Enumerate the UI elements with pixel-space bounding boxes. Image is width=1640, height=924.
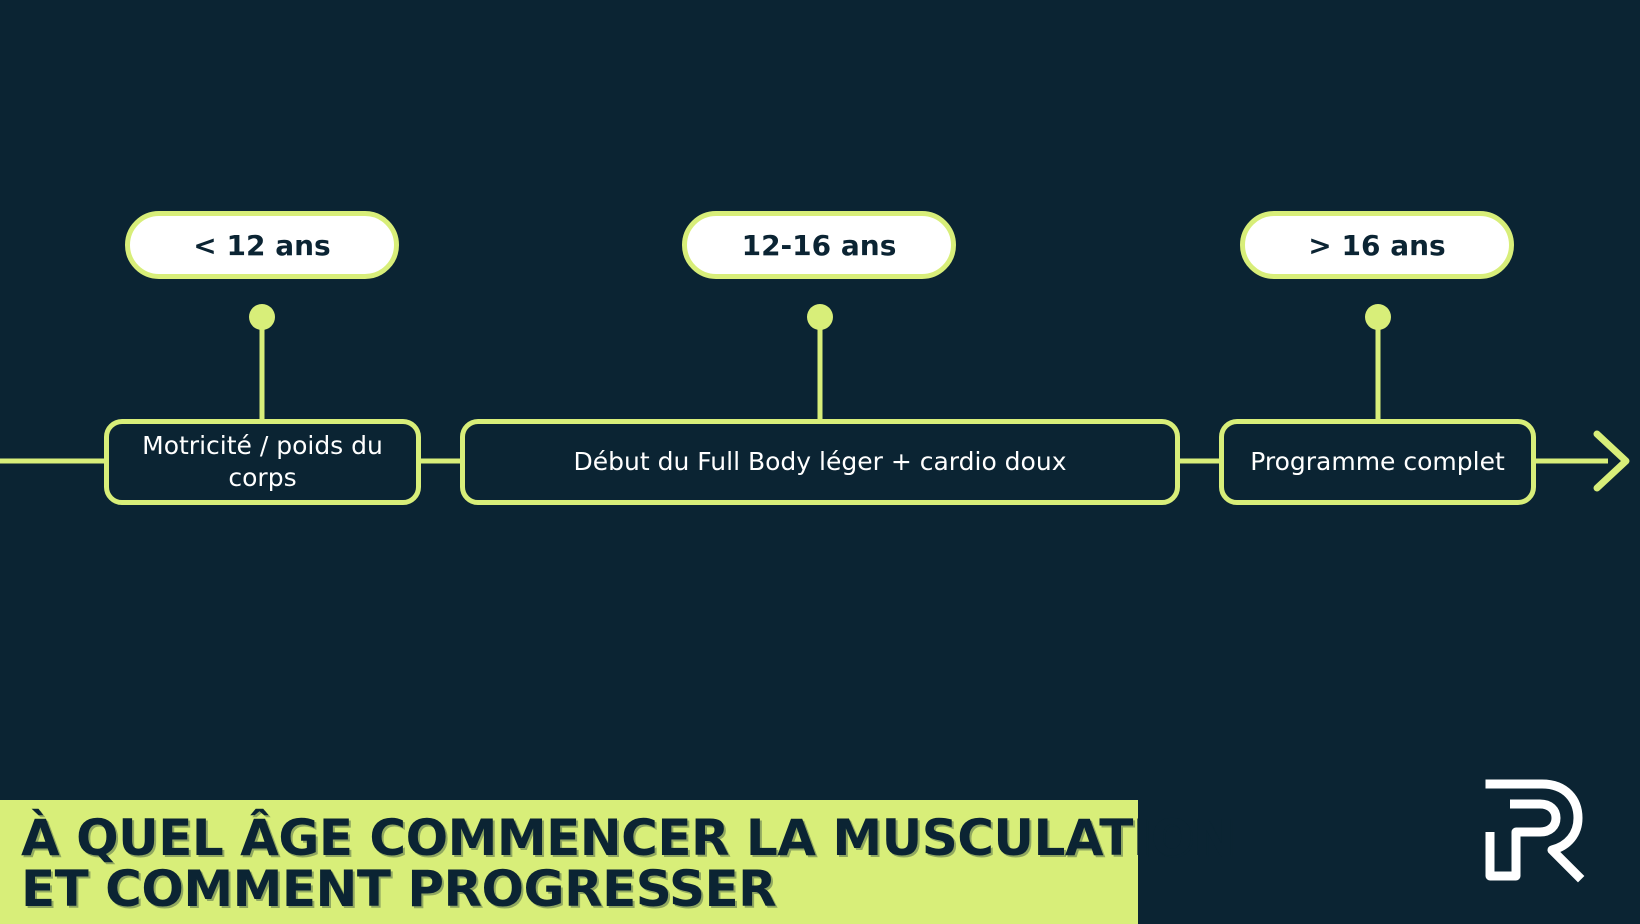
title-line-2: ET COMMENT PROGRESSER [21,860,777,918]
age-label-2: 12-16 ans [741,228,897,262]
age-label-1: < 12 ans [193,228,331,262]
age-pill-2: 12-16 ans [682,211,956,279]
age-label-3: > 16 ans [1308,228,1446,262]
title-line-1: À QUEL ÂGE COMMENCER LA MUSCULATION [21,809,1235,867]
stage-description-2: Début du Full Body léger + cardio doux [573,447,1067,476]
stage-box-3: Programme complet [1219,419,1536,505]
stage-box-1: Motricité / poids du corps [104,419,421,505]
stem-dot-3 [1365,304,1391,330]
stage-description-3: Programme complet [1250,447,1505,476]
stem-dot-1 [249,304,275,330]
stage-description-1: Motricité / poids du corps [142,431,383,492]
age-pill-3: > 16 ans [1240,211,1514,279]
stage-box-2: Début du Full Body léger + cardio doux [460,419,1180,505]
stem-dot-2 [807,304,833,330]
age-pill-1: < 12 ans [125,211,399,279]
timeline-arrow-icon [1593,430,1630,492]
title-band: À QUEL ÂGE COMMENCER LA MUSCULATION ET C… [0,800,1235,924]
r-logo-icon [1485,779,1585,883]
